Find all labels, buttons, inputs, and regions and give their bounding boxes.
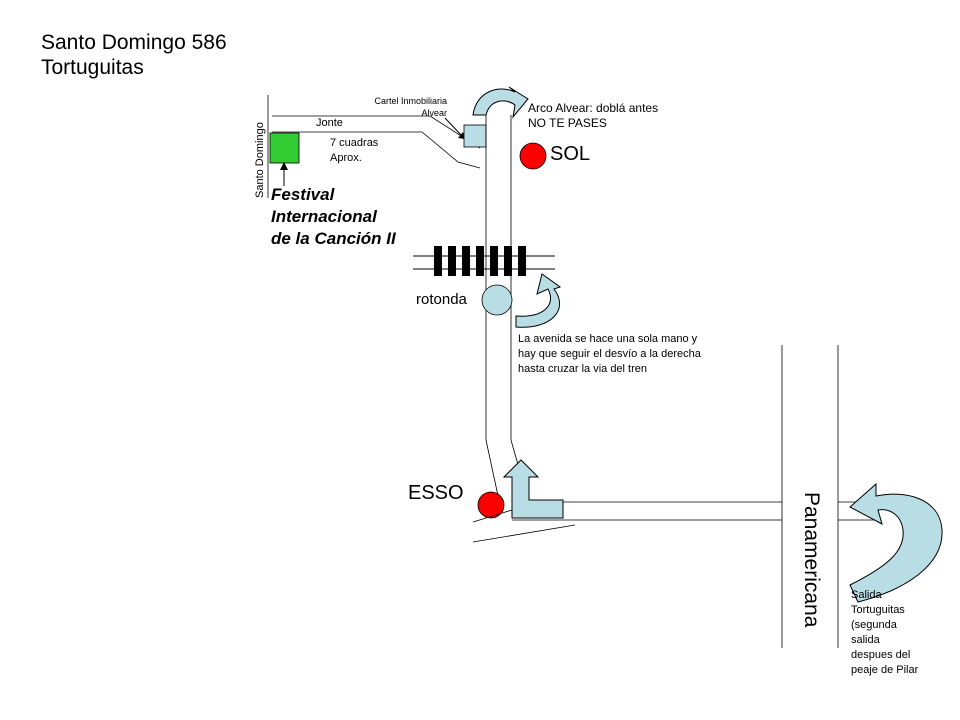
- arco-alvear-note: Arco Alvear: doblá antes NO TE PASES: [528, 101, 658, 131]
- title-locality: Tortuguitas: [41, 56, 144, 79]
- salida-note-line6: peaje de Pilar: [851, 664, 919, 676]
- salida-note-line5: despues del: [851, 649, 911, 661]
- festival-label-line3: de la Canción II: [271, 229, 396, 248]
- salida-uturn-arrow: [849, 482, 943, 603]
- title-address: Santo Domingo 586: [41, 31, 227, 54]
- destination-pointer-head: [280, 162, 288, 170]
- cartel-pointer-line: [444, 117, 463, 137]
- distance-note-line1: 7 cuadras: [330, 137, 379, 149]
- festival-label-line1: Festival: [271, 185, 335, 204]
- rotonda-circle: [481, 284, 513, 316]
- sol-station-marker: [519, 142, 547, 170]
- arco-alvear-note-line1: Arco Alvear: doblá antes: [528, 101, 659, 115]
- festival-label: Festival Internacional de la Canción II: [271, 184, 396, 250]
- jonte-label: Jonte: [316, 117, 343, 129]
- jonte-street-lower: [272, 131, 481, 169]
- esso-turn-arrow: [502, 459, 564, 519]
- avenue-note-line1: La avenida se hace una sola mano y: [518, 333, 698, 345]
- esso-label: ESSO: [408, 482, 464, 504]
- rotonda-label: rotonda: [416, 291, 467, 308]
- salida-note-line4: salida: [851, 634, 880, 646]
- diagonal-road-upper: [472, 509, 513, 523]
- rotonda-curve-arrow: [515, 273, 562, 328]
- avenue-note-line2: hay que seguir el desvío a la derecha: [518, 348, 701, 360]
- diagonal-road-lower: [472, 524, 576, 543]
- cartel-pointer-head: [458, 132, 465, 139]
- cartel-label-line1: Cartel Inmobiliaria: [374, 96, 447, 106]
- salida-note: Salida Tortuguitas (segunda salida despu…: [851, 588, 918, 678]
- salida-note-line2: Tortuguitas: [851, 604, 905, 616]
- destination-marker: [269, 132, 300, 164]
- sol-label: SOL: [550, 143, 591, 165]
- arco-uturn-arrow: [472, 86, 529, 119]
- avenue-note: La avenida se hace una sola mano y hay q…: [518, 332, 701, 377]
- salida-note-line1: Salida: [851, 589, 882, 601]
- salida-note-line3: (segunda: [851, 619, 897, 631]
- avenue-note-line3: hasta cruzar la via del tren: [518, 363, 648, 375]
- map-title: Santo Domingo 586 Tortuguitas: [41, 30, 227, 80]
- panamericana-label: Panamericana: [800, 492, 823, 628]
- santo-domingo-label: Santo Domingo: [254, 122, 266, 198]
- festival-label-line2: Internacional: [271, 207, 377, 226]
- arco-alvear-note-line2: NO TE PASES: [528, 116, 607, 130]
- distance-note: 7 cuadras Aprox.: [330, 136, 378, 166]
- cartel-label-line2: Alvear: [421, 108, 447, 118]
- railway-crossing: [434, 246, 526, 276]
- distance-note-line2: Aprox.: [330, 152, 362, 164]
- cartel-sign: [463, 124, 487, 148]
- esso-station-marker: [477, 491, 505, 519]
- cartel-label: Cartel Inmobiliaria Alvear: [360, 95, 447, 119]
